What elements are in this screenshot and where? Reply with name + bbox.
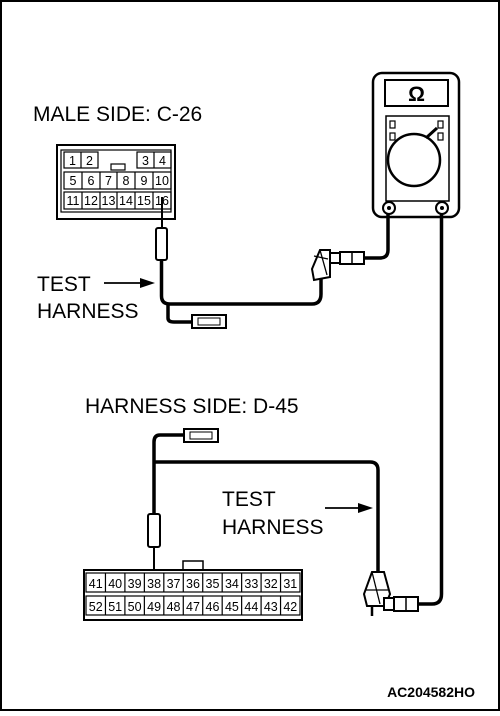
pin-label: 36 [186, 577, 200, 591]
pin-label: 47 [186, 600, 200, 614]
pin-label: 33 [244, 577, 258, 591]
pin-label: 35 [206, 577, 220, 591]
connector-c26-housing [56, 144, 176, 220]
male-side-label: MALE SIDE: C-26 [33, 103, 202, 126]
meter-indicator [389, 120, 396, 129]
harness-wire [154, 460, 380, 572]
pin-label: 11 [67, 194, 80, 208]
meter-lead-ohm [418, 214, 444, 606]
pin-label: 9 [141, 174, 148, 188]
pin-label: 43 [264, 600, 278, 614]
pin-label: 8 [123, 174, 130, 188]
pin-label: 15 [137, 194, 151, 208]
pin-label: 52 [89, 600, 103, 614]
pin-label: 4 [159, 154, 166, 168]
pin-label: 6 [88, 174, 95, 188]
pin-label: 10 [155, 174, 169, 188]
pin-label: 5 [70, 174, 77, 188]
meter-indicator [437, 120, 444, 129]
ohmmeter: Ω [371, 71, 461, 219]
pin-label: 12 [84, 194, 98, 208]
pin-label: 51 [108, 600, 122, 614]
pointer-arrow-1 [104, 278, 155, 288]
probe-terminal [155, 227, 168, 261]
test-label-1: TEST [37, 273, 91, 296]
pin-label: 49 [147, 600, 161, 614]
pin-label: 32 [264, 577, 278, 591]
pin-label: 39 [128, 577, 142, 591]
pin-label: 38 [147, 577, 161, 591]
harness-wire [159, 260, 323, 306]
pin-label: 13 [102, 194, 116, 208]
harness-branch [152, 433, 184, 462]
harness-side-label: HARNESS SIDE: D-45 [85, 395, 299, 418]
test-label-2: TEST [222, 488, 276, 511]
female-terminal [183, 428, 219, 443]
pin-label: 48 [167, 600, 181, 614]
pin-label: 3 [142, 154, 149, 168]
female-terminal [191, 314, 227, 329]
harness-branch [166, 304, 192, 324]
meter-indicator [389, 132, 396, 141]
pin-label: 41 [89, 577, 103, 591]
connector-c26-key [110, 163, 126, 171]
pointer-arrow-2 [325, 503, 373, 513]
figure-code: AC204582HO [387, 684, 475, 700]
probe-terminal [147, 513, 161, 548]
pin-label: 44 [244, 600, 258, 614]
harness-label-1: HARNESS [37, 300, 139, 323]
pin-label: 34 [225, 577, 239, 591]
harness-label-2: HARNESS [222, 516, 324, 539]
connector-d45: 41 40 39 38 37 36 35 34 33 32 31 52 51 50 49 48 47 46 45 44… [83, 560, 303, 621]
meter-display [384, 79, 449, 107]
pin-label: 50 [128, 600, 142, 614]
pin-label: 1 [69, 154, 76, 168]
ohm-symbol-icon: Ω [408, 83, 425, 106]
connector-c26: 1 2 3 4 5 6 7 8 9 10 11 12 13 14 15 16 [56, 144, 176, 220]
connector-d45-housing [83, 569, 303, 621]
pin-label: 2 [86, 154, 93, 168]
pin-label: 31 [283, 577, 297, 591]
pin-label: 7 [105, 174, 112, 188]
pin-label: 37 [167, 577, 181, 591]
pin-label: 46 [206, 600, 220, 614]
range-dial [386, 132, 442, 188]
dial-pointer [424, 126, 439, 140]
pin-label: 14 [119, 194, 133, 208]
meter-indicator [437, 132, 444, 141]
pin-label: 40 [108, 577, 122, 591]
test-harness-2 [147, 428, 419, 616]
pin-label: 45 [225, 600, 239, 614]
test-harness-1 [155, 197, 390, 329]
pin-label: 42 [283, 600, 297, 614]
meter-lead-com [364, 214, 390, 260]
